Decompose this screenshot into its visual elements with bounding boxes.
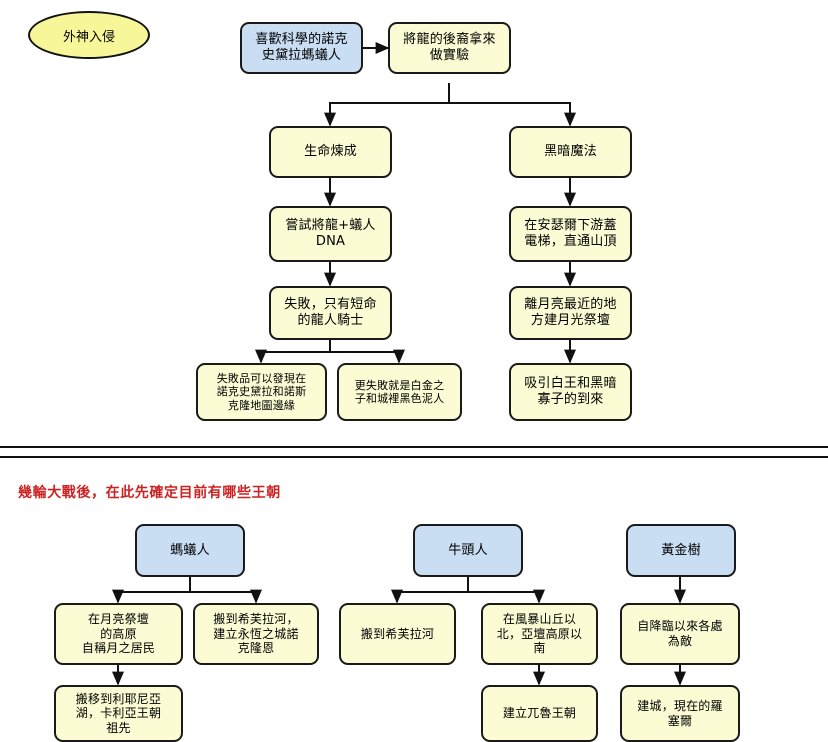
node-found-wulu-dynasty[interactable]: 建立兀魯王朝 — [481, 685, 598, 742]
node-clan-ant-people[interactable]: 螞蟻人 — [135, 524, 245, 577]
node-dragon-descendant-experiment[interactable]: 將龍的後裔拿來 做實驗 — [388, 22, 511, 74]
node-hostile-since-descent[interactable]: 自降臨以來各處 為敵 — [620, 603, 740, 665]
node-storm-hill-north[interactable]: 在風暴山丘以 北，亞壇高原以 南 — [481, 603, 598, 665]
node-clan-golden-tree[interactable]: 黃金樹 — [626, 524, 736, 577]
section-divider-bottom — [0, 456, 828, 458]
section-divider-top — [0, 446, 828, 448]
note-ellipse-outer-god-invasion: 外神入侵 — [28, 11, 150, 59]
node-failures-on-map-edge[interactable]: 失敗品可以發現在 諾克史黛拉和諾斯 克隆地圖邊緣 — [196, 363, 327, 421]
node-failed-dragon-knight[interactable]: 失敗，只有短命 的龍人騎士 — [269, 286, 392, 340]
node-clan-minotaur[interactable]: 牛頭人 — [413, 524, 523, 577]
node-move-shefula-river[interactable]: 搬到希芙拉河 — [339, 603, 456, 665]
node-moonlight-altar[interactable]: 離月亮最近的地 方建月光祭壇 — [509, 286, 632, 340]
node-worse-failures-platinum[interactable]: 更失敗就是白金之 子和城裡黑色泥人 — [337, 363, 462, 421]
node-move-shefula-eternal-city[interactable]: 搬到希芙拉河， 建立永恆之城諾 克隆恩 — [193, 603, 319, 665]
node-liurnia-lake-carian[interactable]: 搬移到利耶尼亞 湖，卡利亞王朝 祖先 — [54, 685, 183, 742]
node-life-alchemy[interactable]: 生命煉成 — [269, 126, 392, 178]
node-attract-white-king[interactable]: 吸引白王和黑暗 寡子的到來 — [509, 363, 632, 421]
node-origin-ant-people[interactable]: 喜歡科學的諾克 史黛拉螞蟻人 — [240, 22, 363, 74]
node-dragon-ant-dna[interactable]: 嘗試將龍+蟻人 DNA — [269, 206, 392, 262]
section-heading-dynasties: 幾輪大戰後，在此先確定目前有哪些王朝 — [18, 485, 281, 501]
node-build-city-rosel[interactable]: 建城，現在的羅 塞爾 — [620, 685, 740, 742]
node-anselm-elevator[interactable]: 在安瑟爾下游蓋 電梯，直通山頂 — [509, 206, 632, 262]
node-dark-magic[interactable]: 黑暗魔法 — [509, 126, 632, 178]
node-moon-altar-plateau[interactable]: 在月亮祭壇 的高原 自稱月之居民 — [54, 603, 183, 665]
